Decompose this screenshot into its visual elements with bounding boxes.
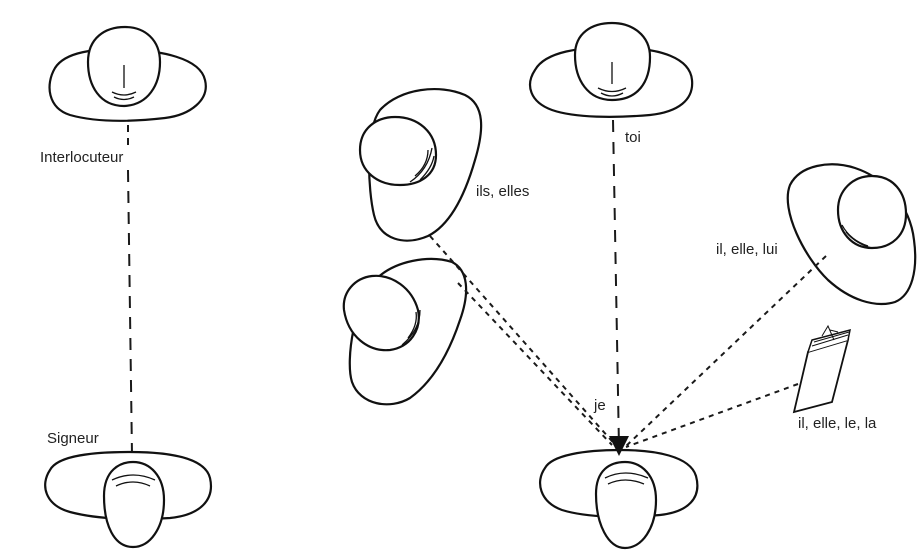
label-interlocuteur: Interlocuteur <box>40 149 123 166</box>
line-toi-je <box>612 119 620 449</box>
person-interlocuteur <box>48 25 207 122</box>
label-il-elle-le-la: il, elle, le, la <box>798 415 877 432</box>
person-toi <box>529 21 694 118</box>
label-signeur: Signeur <box>47 430 99 447</box>
person-ils-lower <box>342 257 468 406</box>
label-toi: toi <box>625 129 641 146</box>
line-ils-lower-je <box>457 282 613 446</box>
person-ils-upper <box>358 88 483 242</box>
line-lui-je <box>623 255 827 449</box>
line-interlocuteur-signeur <box>127 169 133 456</box>
book-icon <box>792 324 851 414</box>
line-ils-je <box>429 235 619 449</box>
label-je: je <box>593 397 606 414</box>
label-ils-elles: ils, elles <box>476 183 529 200</box>
person-signeur <box>44 450 213 549</box>
person-il-elle-lui <box>786 163 917 306</box>
line-book-je <box>625 383 799 448</box>
label-il-elle-lui: il, elle, lui <box>716 241 778 258</box>
person-je <box>539 448 699 550</box>
